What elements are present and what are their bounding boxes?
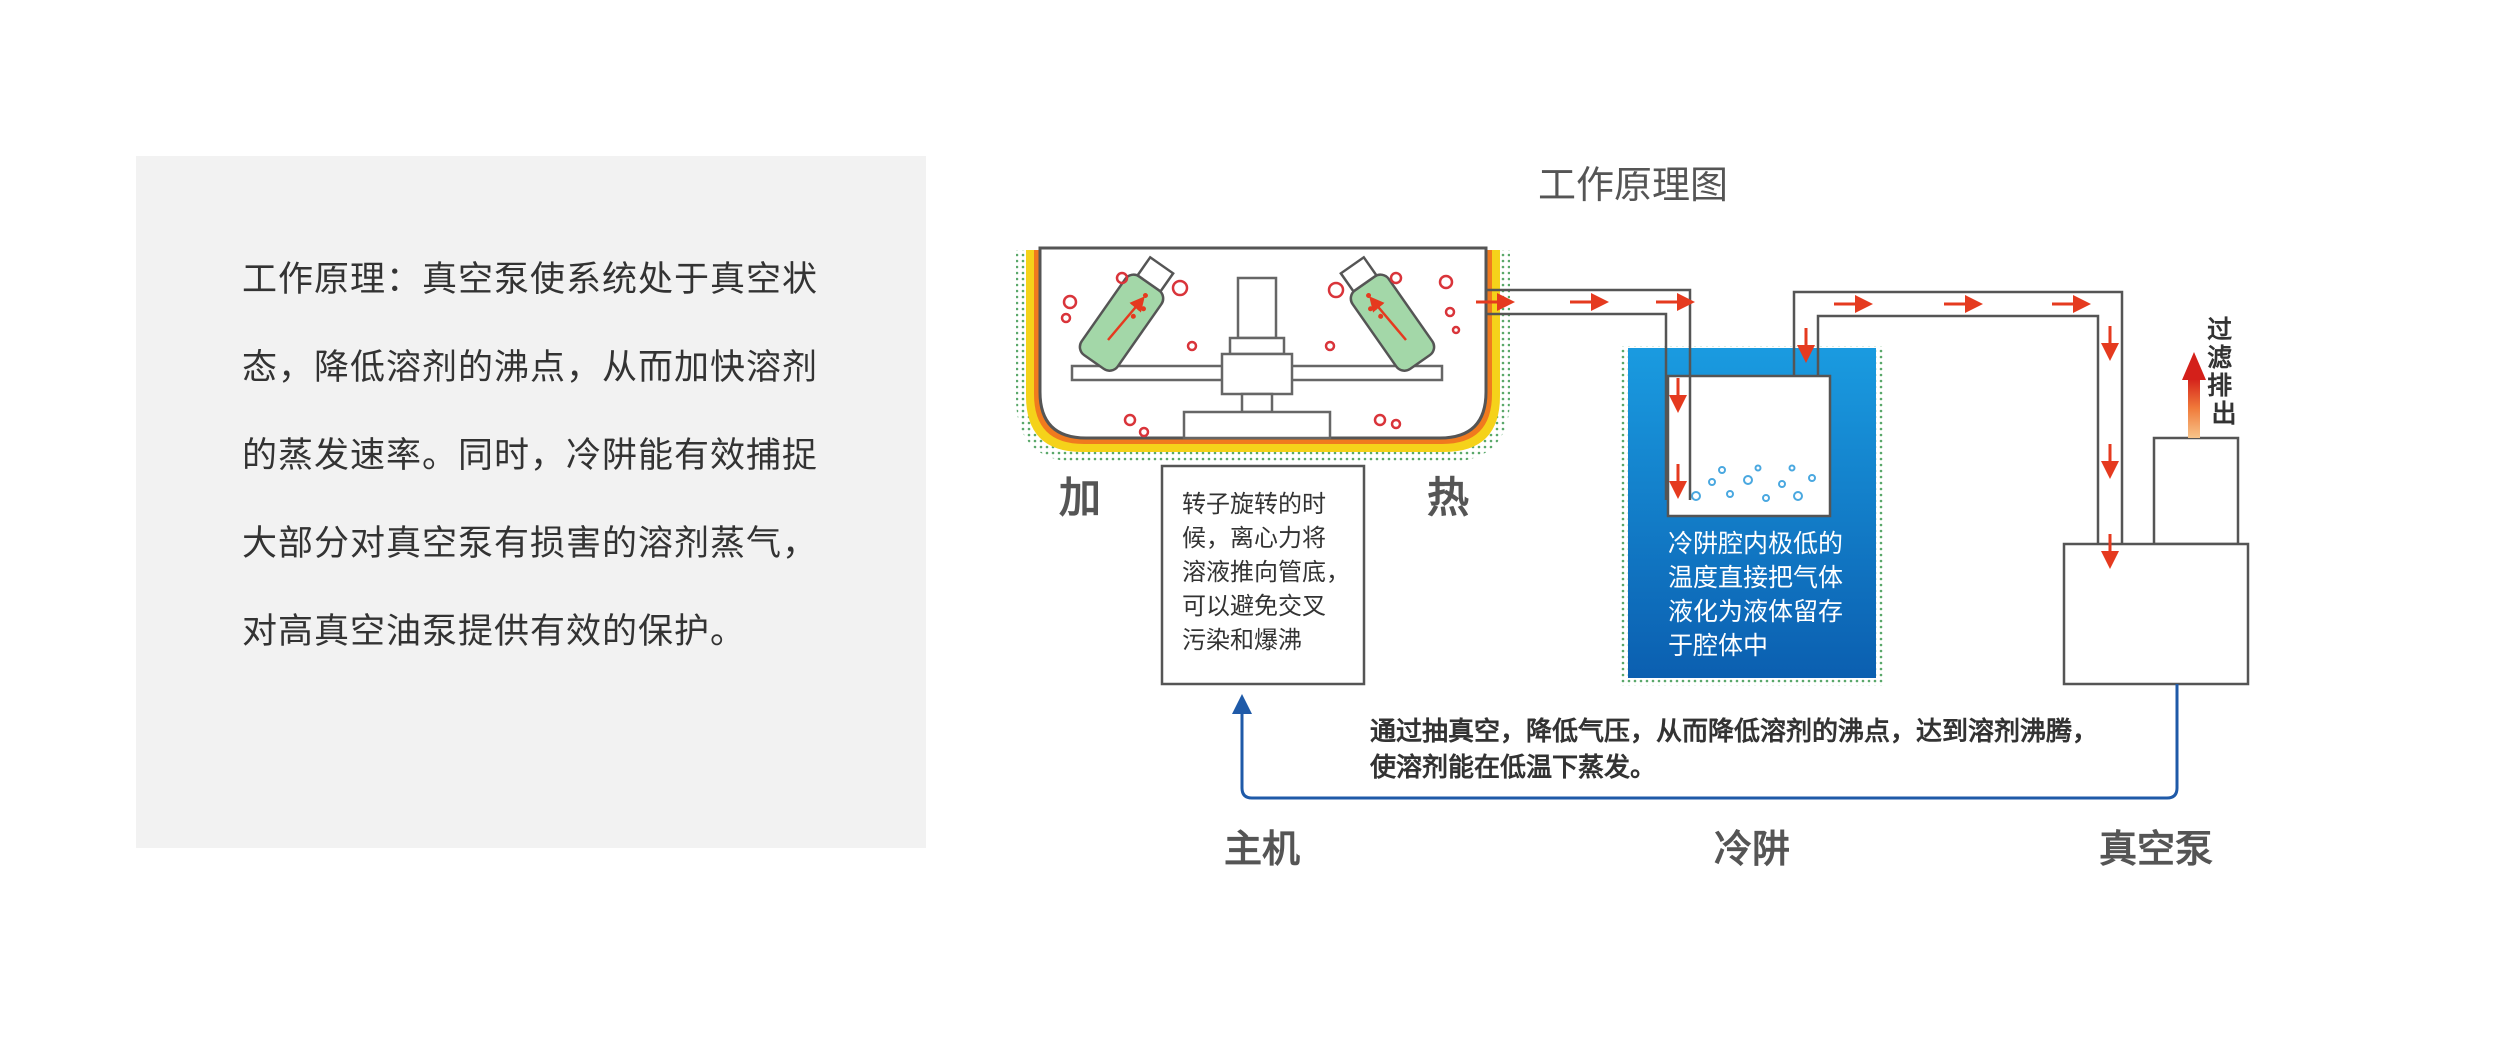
vacuum-return-line [1232,684,2179,800]
description-panel: 工作原理：真空泵使系统处于真空状态，降低溶剂的沸点，从而加快溶剂的蒸发速率。同时… [136,156,926,848]
condensate-droplets [1691,464,1816,502]
rotor-note-line-3: 溶液推向管底， [1182,558,1350,586]
trap-note-line-3: 液化为液体留存 [1668,597,1843,626]
trap-note-line-4: 于腔体中 [1668,631,1768,660]
exhaust-label-char-2: 滤 [2207,343,2232,372]
rotor-hub [1228,336,1286,356]
description-text: 工作原理：真空泵使系统处于真空状态，降低溶剂的沸点，从而加快溶剂的蒸发速率。同时… [242,260,819,652]
svg-text:过 滤 排 出: 过 滤 排 出 [2207,315,2241,428]
trap-note-line-2: 温度直接把气体 [1668,563,1843,592]
diagram-title: 工作原理图 [1538,163,1728,207]
svg-text:冷阱腔内极低的 温度直接把气体 液化: 冷阱腔内极低的 温度直接把气体 液化为液体留存 于腔体中 [1668,529,1851,660]
rotor-note: 转子旋转的时 候，离心力将 溶液推向管底， 可以避免交叉 污染和爆沸 [1160,464,1366,686]
trap-note-line-1: 冷阱腔内极低的 [1668,529,1843,558]
vacuum-pump: 过 滤 排 出 [2062,315,2250,686]
tube-left-force-arrow [1107,296,1145,341]
label-vacuum-pump: 真空泵 [2099,827,2213,871]
rotor-base [1182,410,1332,440]
vapor-bubbles-host [1060,271,1461,438]
heat-label-left: 加 [1059,473,1101,522]
label-host: 主机 [1224,827,1300,871]
svg-text:通过抽真空，降低气压，从而降低溶剂的沸点，达到溶剂沸腾，: 通过抽真空，降低气压，从而降低溶剂的沸点，达到溶剂沸腾， 使溶剂能在低温下蒸发。 [1369,716,2107,783]
exhaust-arrow-head [2182,352,2206,380]
rotor-note-line-2: 候，离心力将 [1182,524,1326,552]
pipe-trap-to-pump [1792,290,2124,544]
rotor-shaft [1236,276,1278,340]
exhaust-label-char-3: 排 [2207,371,2232,400]
exhaust-label-char-1: 过 [2207,315,2232,344]
rotor-note-line-1: 转子旋转的时 [1182,490,1326,518]
label-cold-trap: 冷阱 [1714,827,1790,871]
rotor-note-line-4: 可以避免交叉 [1182,592,1326,620]
cold-trap: 冷阱腔内极低的 温度直接把气体 液化为液体留存 于腔体中 [1620,346,1884,686]
host-unit [1016,246,1510,462]
vacuum-note-line-2: 使溶剂能在低温下蒸发。 [1369,752,1656,783]
exhaust-arrow-shaft [2188,378,2200,438]
svg-text:转子旋转的时 候，离心力将 溶液推向: 转子旋转的时 候，离心力将 溶液推向管底， 可以避免交叉 污染和爆沸 [1182,490,1358,654]
vapor-flow-arrows [1476,293,2119,569]
vacuum-note-line-1: 通过抽真空，降低气压，从而降低溶剂的沸点，达到溶剂沸腾， [1370,716,2098,747]
pump-outlet [2152,436,2240,546]
heat-label-right: 热 [1427,473,1469,522]
tube-right-force-arrow [1369,296,1407,341]
exhaust-label-char-4: 出 [2211,399,2236,428]
return-arrow-head [1232,694,1252,714]
rotor-body [1220,352,1294,396]
pipe-host-to-trap [1486,288,1692,500]
rotor-neck [1240,392,1274,414]
pump-body [2062,542,2250,686]
rotor-note-line-5: 污染和爆沸 [1182,626,1302,654]
